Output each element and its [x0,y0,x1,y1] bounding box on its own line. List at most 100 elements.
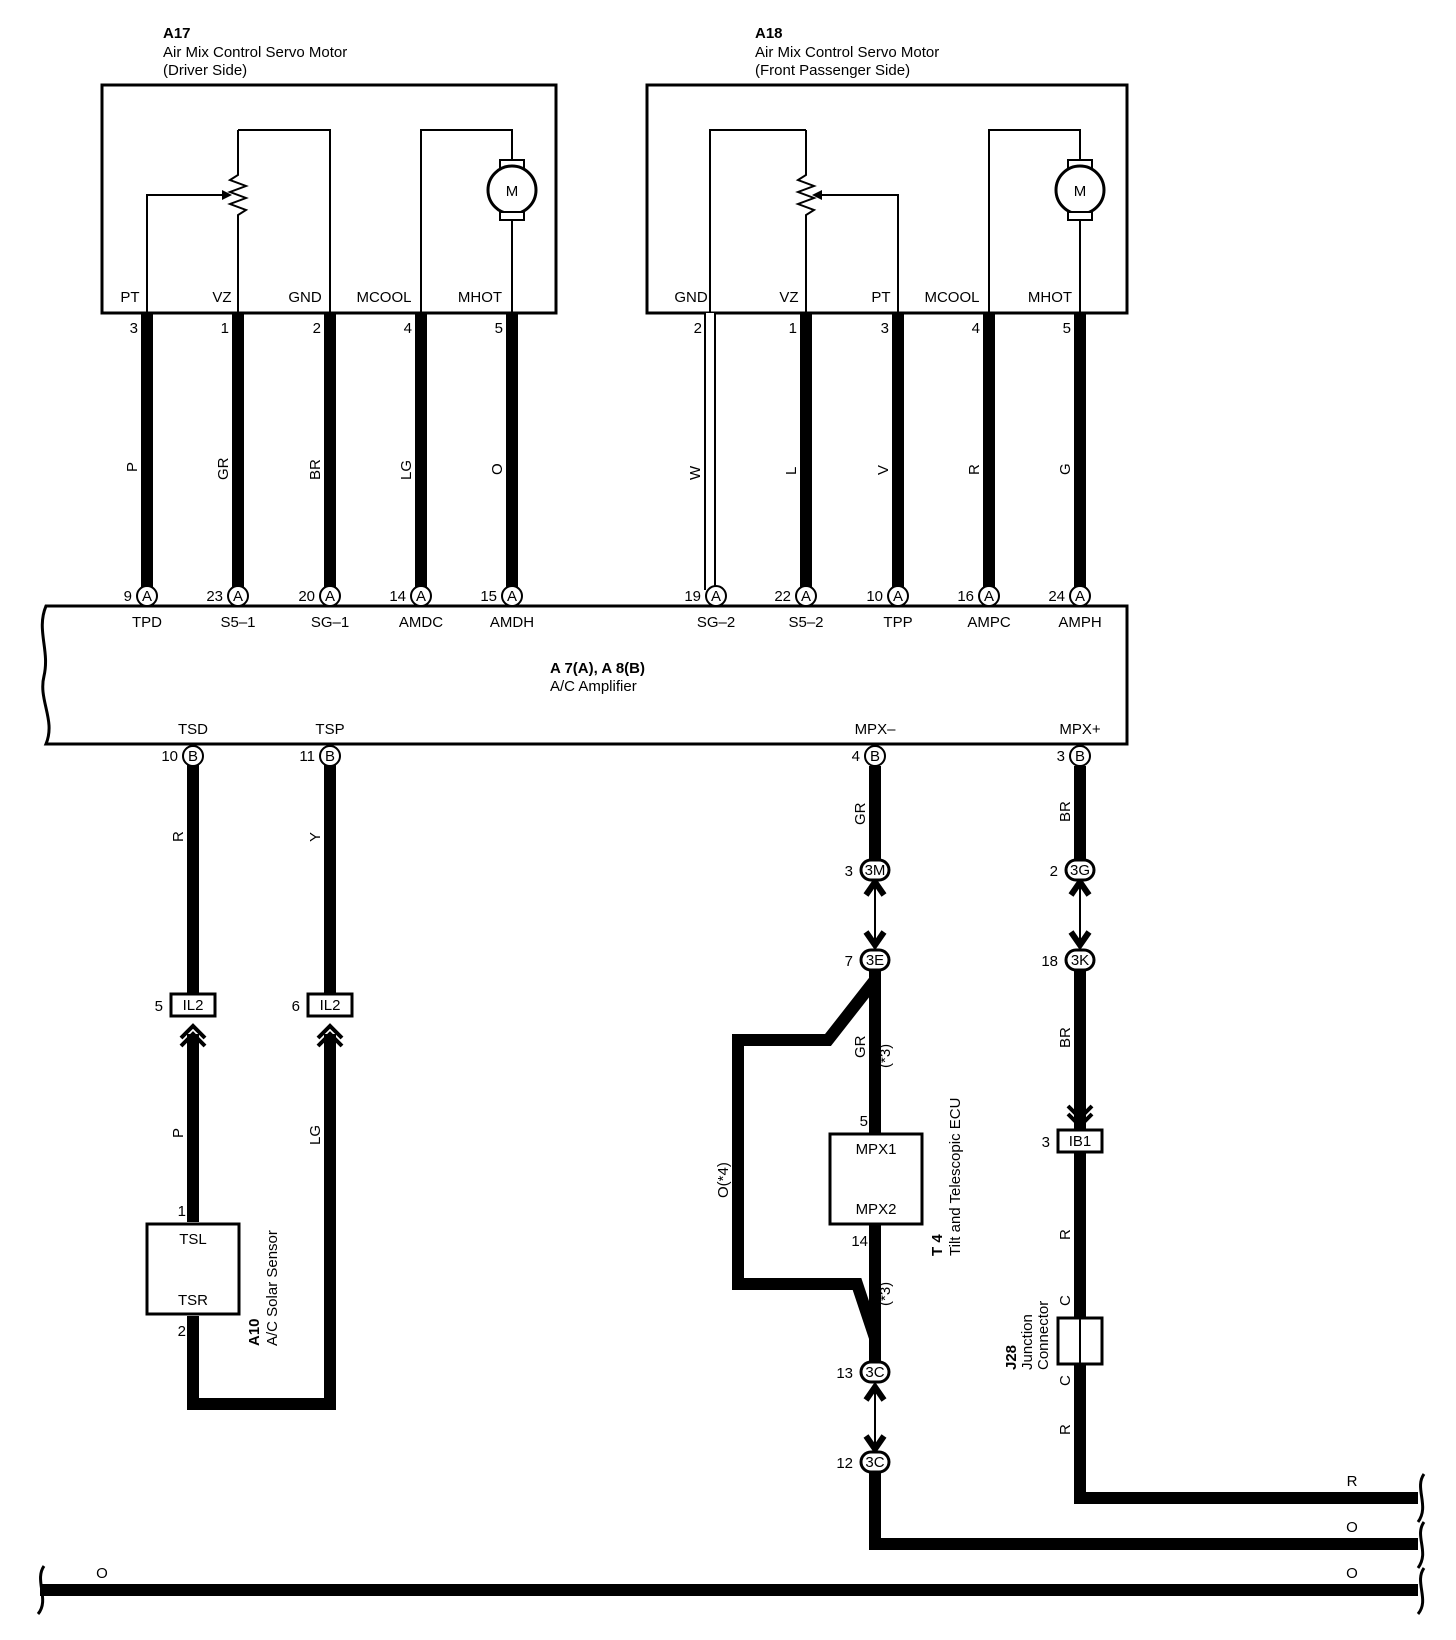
a10-pin1: 1 [178,1203,186,1220]
a18-body [645,83,1129,315]
amp-pin-tsd: B 10 [161,745,204,767]
amp-top-term-8: AMPC [967,614,1011,631]
amp-body [40,604,1129,746]
connector-3m: 3M3 [845,858,891,882]
svg-text:A: A [711,588,721,605]
svg-text:19: 19 [684,588,701,605]
amp-top-connectors: A9 A23 A20 A14 A15 A19 A22 A10 A16 A24 [124,585,1091,607]
amp-bottom-connectors: B10 B11 B4 B3 [161,745,1091,767]
amp-bottom-term-0: TSD [178,721,208,738]
connector-3g: 3G2 [1050,858,1096,882]
a17-name: Air Mix Control Servo Motor [163,44,347,61]
wire-tsd-color: R [170,831,187,842]
amp-top-term-3: AMDC [399,614,443,631]
svg-text:4: 4 [852,748,860,765]
a17-wire-color-0: P [124,462,141,472]
amp-pin-sg2: A 19 [684,585,727,607]
wire-o-star4 [732,976,881,1340]
amp-bottom-term-3: MPX+ [1059,721,1101,738]
svg-text:3: 3 [845,863,853,880]
amp-pin-s51: A23 [206,585,249,607]
amp-pin-tpp: A10 [866,585,909,607]
a17-term-1: VZ [212,289,231,306]
a17-gnd-trace [238,129,331,313]
a17-motor-symbol: M [506,183,519,200]
a18-term-2: PT [871,289,890,306]
amp-pin-s52: A22 [774,585,817,607]
amp-pin-sg1: A 20 [298,585,341,607]
svg-text:3E: 3E [866,952,884,969]
amp-top-term-4: AMDH [490,614,534,631]
arrow-3k [1068,930,1092,951]
connector-il2-b-label: IL2 [320,997,341,1014]
arrow-3c-a [863,1381,887,1402]
svg-text:23: 23 [206,588,223,605]
arrow-3m [863,876,887,897]
svg-text:A: A [1075,588,1085,605]
connector-3e: 3E 7 [845,948,891,972]
amp-pin-mpx-plus: B3 [1057,745,1091,767]
amp-top-term-2: SG–1 [311,614,349,631]
amp-top-term-5: SG–2 [697,614,735,631]
svg-text:B: B [188,748,198,765]
solar-sensor-circuit: R Y IL2 5 IL2 6 P LG TSL TSR 1 2 A10 A/C… [145,756,354,1410]
a18-wiper-arrow [812,190,822,200]
bus-o2-label: O [1346,1565,1358,1582]
wire-mpx-minus-color: GR [852,802,869,825]
svg-text:3C: 3C [865,1364,884,1381]
a18-pin-2: 3 [881,320,889,337]
wire-j28-r-color: R [1057,1424,1074,1435]
a10-name: A/C Solar Sensor [264,1230,281,1346]
bus-break-right-3 [1416,1567,1426,1615]
ib1-arrow-2 [1066,1112,1094,1129]
a17-wires: 3 1 2 4 5 P GR BR LG O [124,313,518,590]
svg-text:11: 11 [299,748,315,765]
svg-text:10: 10 [161,748,178,765]
bus-o-left-label: O [96,1565,108,1582]
a18-term-4: MHOT [1028,289,1072,306]
a17-pin-0: 3 [130,320,138,337]
a10-tsr: TSR [178,1292,208,1309]
t4-body [828,1132,924,1226]
a17-term-0: PT [120,289,139,306]
wire-t4-gr-color: GR [852,1035,869,1058]
connector-il2-a-label: IL2 [183,997,204,1014]
svg-text:24: 24 [1048,588,1065,605]
amp-pin-amph: A 24 [1048,585,1091,607]
svg-text:3: 3 [1057,748,1065,765]
a17-wire-color-1: GR [215,457,232,480]
a17-term-3: MCOOL [356,289,411,306]
a18-wire-color-0: W [687,465,704,480]
svg-text:3G: 3G [1070,862,1090,879]
svg-text:20: 20 [298,588,315,605]
amp-pin-tpd: A9 [124,585,158,607]
svg-text:A: A [325,588,335,605]
amp-name: A/C Amplifier [550,678,637,695]
wire-t4-o-color: O [852,1288,869,1300]
mpx-plus-circuit: BR BR IB1 3 R C C J28 Junction Connector… [1003,766,1418,1504]
a17-wire-color-4: O [489,463,506,475]
a17-wiper-arrow [222,190,232,200]
wire-mpx-plus-color: BR [1057,801,1074,822]
a17-id: A17 [163,25,191,42]
svg-text:7: 7 [845,953,853,970]
connector-il2-b [306,992,354,1018]
arrow-3e [863,930,887,951]
a18-wires: 2 1 3 4 5 W L V R G [687,313,1086,590]
ib1-arrow-1 [1066,1104,1094,1121]
wire-j28-r [1074,1364,1418,1504]
a18-term-1: VZ [779,289,798,306]
a18-name: Air Mix Control Servo Motor [755,44,939,61]
bus-r-label: R [1347,1473,1358,1490]
a18-gnd-trace [709,129,806,313]
a18-motor-symbol: M [1074,183,1087,200]
a10-pin2: 2 [178,1323,186,1340]
a17-pin-4: 5 [495,320,503,337]
connector-ib1-label: IB1 [1069,1133,1092,1150]
j28-term-bottom: C [1057,1375,1074,1386]
svg-text:15: 15 [480,588,497,605]
t4-id: T 4 [929,1234,946,1256]
